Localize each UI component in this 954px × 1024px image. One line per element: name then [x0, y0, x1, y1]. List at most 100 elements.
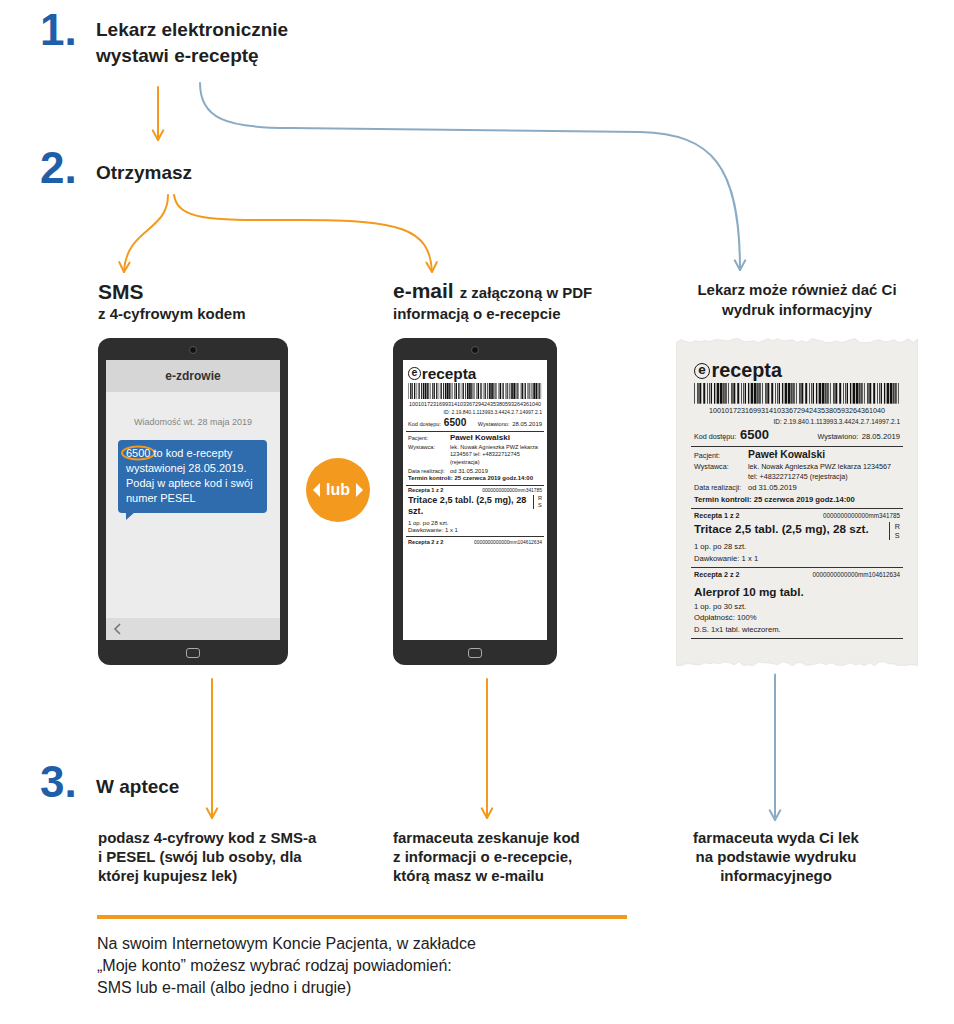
barcode-bar: [785, 383, 788, 404]
chevron-line: [115, 624, 120, 634]
barcode-bar: [861, 383, 862, 404]
separator-line: [406, 431, 544, 432]
barcode-bar: [440, 383, 442, 399]
printout-paper: erecepta10010172316993141033672942435380…: [676, 338, 918, 666]
rx-small: lek. Nowak Agnieszka PWZ lekarza 1234567…: [450, 444, 542, 466]
barcode-bar: [528, 383, 529, 399]
barcode-bar: [438, 383, 439, 399]
heading-block: SMSz 4-cyfrowym kodem: [98, 280, 293, 324]
rx-row: erecepta: [408, 366, 542, 381]
barcode-bar: [478, 383, 479, 399]
barcode-bar: [801, 383, 803, 404]
barcode-bar: [491, 383, 493, 399]
rx-row: Pacjent:Paweł Kowalski: [408, 433, 542, 442]
barcode-bar: [897, 383, 899, 404]
phone-camera: [471, 346, 479, 354]
barcode-bar: [496, 383, 497, 399]
barcode-bar: [723, 383, 724, 404]
barcode-bar: [757, 383, 758, 404]
rx-e: e: [408, 367, 421, 380]
barcode-bar: [887, 383, 890, 404]
barcode-bar: [423, 383, 425, 399]
nav-bar: [106, 618, 280, 640]
rx-tiny: 0000000000000mm104612634: [812, 571, 900, 578]
barcode-bar: [531, 383, 533, 399]
barcode-bar: [463, 383, 465, 399]
step-heading: 2.Otrzymasz: [40, 146, 311, 190]
barcode-bar: [408, 383, 409, 399]
barcode-bar: [493, 383, 495, 399]
rx-row: Alerprof 10 mg tabl.: [694, 585, 900, 600]
barcode-bar: [809, 383, 811, 404]
barcode-bar: [480, 383, 481, 399]
barcode-bar: [445, 383, 447, 399]
rx-row: Dawkowanie: 1 x 1: [408, 527, 542, 533]
rx-lab: Pacjent:: [694, 451, 744, 460]
rx-name: Paweł Kowalski: [748, 449, 825, 460]
screen-slot: e-zdrowie: [106, 360, 280, 392]
rx-row: Termin kontroli: 25 czerwca 2019 godz.14…: [408, 475, 542, 481]
phone-card: e-mailz załączoną w PDF informacją o e-r…: [393, 280, 638, 665]
heading-title: e-mail: [393, 279, 454, 302]
barcode-bar: [537, 383, 539, 399]
step-heading: 3.W aptece: [40, 760, 311, 804]
barcode-bar: [777, 383, 779, 404]
heading-subtitle: z 4-cyfrowym kodem: [98, 304, 293, 323]
barcode-bar: [425, 383, 427, 399]
barcode-bar: [515, 383, 517, 399]
separator-line: [406, 485, 544, 486]
phone-screen: e-zdrowieWiadomość wt. 28 maja 20196500 …: [106, 360, 280, 640]
rx-row: 1 op. po 28 szt.: [408, 520, 542, 526]
barcode-bar: [434, 383, 435, 399]
prescription-document: erecepta 10010172316993141033672942435380…: [408, 366, 542, 546]
barcode-bar: [816, 383, 817, 404]
barcode-bar: [482, 383, 483, 399]
barcode-bar: [877, 383, 879, 404]
rx-lab: Recepta 2 z 2: [408, 539, 443, 545]
rx-lab: Data realizacji:: [408, 468, 447, 474]
back-chevron: [112, 618, 124, 640]
barcode-bar: [694, 383, 695, 404]
arrow-head: [735, 260, 746, 270]
barcode-bar: [839, 383, 841, 404]
rx-brand: recepta: [712, 361, 782, 381]
barcode-bar: [795, 383, 797, 404]
barcode-bar: [775, 383, 777, 404]
rx-rs: S: [895, 531, 900, 540]
barcode-bar: [895, 383, 896, 404]
barcode-bar: [472, 383, 474, 399]
barcode-bar: [825, 383, 826, 404]
barcode-bar: [432, 383, 434, 399]
barcode-bar: [460, 383, 461, 399]
step-title: Lekarz elektronicznie wystawi e-receptę: [96, 17, 311, 69]
printout-card: Lekarz może również dać Ci wydruk inform…: [676, 280, 918, 666]
rx-row: Odpłatność: 100%: [694, 613, 900, 622]
barcode-bar: [765, 383, 766, 404]
barcode-bar: [743, 383, 745, 404]
barcode-bar: [707, 383, 709, 404]
connector: [174, 195, 437, 272]
barcode-bar: [507, 383, 509, 399]
barcode-bar: [782, 383, 783, 404]
rx-lab: Recepta 2 z 2: [694, 570, 740, 579]
barcode-bar: [748, 383, 749, 404]
rx-id: ID: 2.19.840.1.113993.3.4424.2.7.14997.2…: [694, 418, 900, 425]
barcode-bar: [884, 383, 885, 404]
heading-title: SMS: [98, 280, 293, 304]
paper-fill: [676, 339, 918, 666]
step-result: farmaceuta zeskanuje kod z informacji o …: [393, 828, 588, 885]
barcode-bar: [430, 383, 431, 399]
rx-row: 1001017231699314103367294243538059326436…: [408, 401, 542, 407]
step-number: 1.: [40, 8, 96, 52]
rx-lab: Wystawiono:: [817, 432, 858, 441]
rx-row: Data realizacji:od 31.05.2019: [694, 483, 900, 492]
rx-val: 28.05.2019: [862, 432, 900, 441]
rx-tiny: 0000000000000mm104612634: [474, 540, 542, 545]
connector-line: [211, 679, 213, 818]
barcode-bar: [819, 383, 822, 404]
barcode-bar: [533, 383, 535, 399]
barcode-bar: [417, 383, 418, 399]
barcode-bar: [540, 383, 541, 399]
rx-row: Termin kontroli: 25 czerwca 2019 godz.14…: [694, 495, 900, 504]
